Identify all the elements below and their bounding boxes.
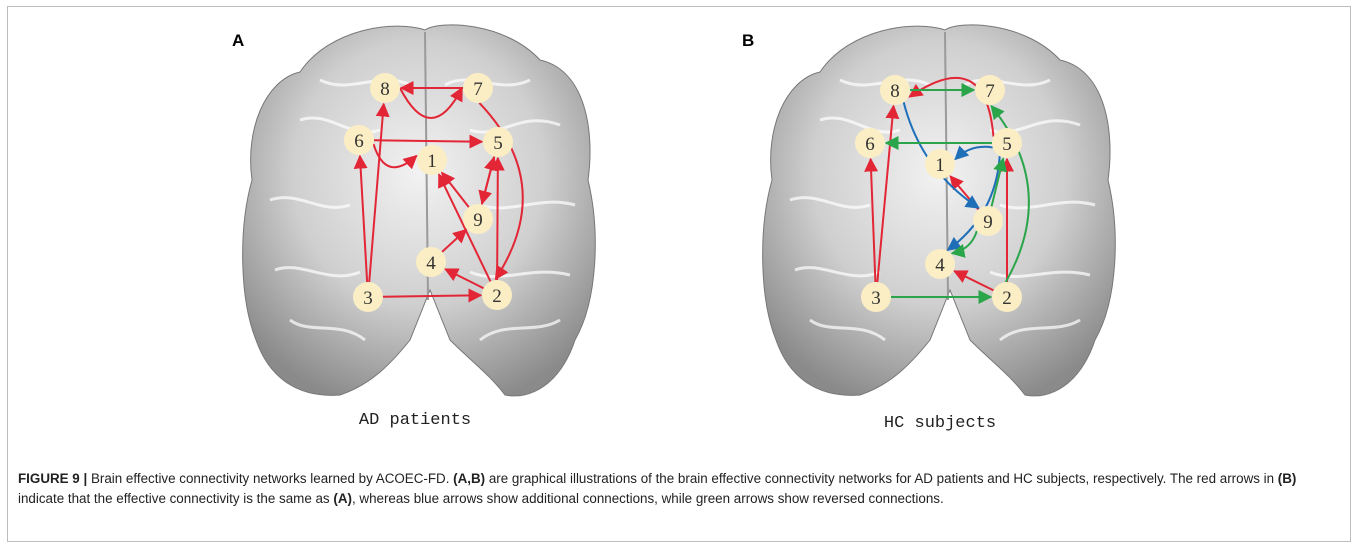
node-label-7: 7 <box>473 79 483 100</box>
edge-red-2-to-5 <box>497 158 498 280</box>
figure-label: FIGURE 9 | <box>18 471 87 486</box>
caption-part: (A,B) <box>453 471 485 486</box>
node-label-4: 4 <box>935 255 945 276</box>
node-label-2: 2 <box>492 286 502 307</box>
caption-part: indicate that the effective connectivity… <box>18 491 333 506</box>
panel-b: B 1 2 3 4 5 6 7 8 9 HC subjects <box>742 25 1115 433</box>
node-label-2: 2 <box>1002 288 1012 309</box>
caption-part: are graphical illustrations of the brain… <box>485 471 1278 486</box>
node-label-5: 5 <box>493 133 503 154</box>
caption-part: , whereas blue arrows show additional co… <box>352 491 944 506</box>
caption-part: Brain effective connectivity networks le… <box>87 471 453 486</box>
node-label-6: 6 <box>354 131 364 152</box>
panel-label-a: A <box>232 31 244 50</box>
panel-caption-a: AD patients <box>359 411 471 430</box>
panel-label-b: B <box>742 31 754 50</box>
node-label-7: 7 <box>985 81 995 102</box>
node-label-3: 3 <box>871 288 881 309</box>
panel-a: A 1 2 3 4 5 6 7 8 9 AD patients <box>232 25 595 430</box>
node-label-9: 9 <box>473 210 483 231</box>
caption-part: (B) <box>1278 471 1297 486</box>
brain-image-a <box>243 25 596 396</box>
node-label-8: 8 <box>890 81 900 102</box>
node-label-1: 1 <box>427 151 437 172</box>
node-label-9: 9 <box>983 212 993 233</box>
node-label-1: 1 <box>935 155 945 176</box>
node-label-4: 4 <box>426 253 436 274</box>
caption-part: (A) <box>333 491 352 506</box>
node-label-8: 8 <box>380 79 390 100</box>
figure-caption: FIGURE 9 | Brain effective connectivity … <box>18 469 1338 509</box>
node-label-6: 6 <box>865 134 875 155</box>
node-label-3: 3 <box>363 288 373 309</box>
panel-caption-b: HC subjects <box>884 414 996 433</box>
node-label-5: 5 <box>1002 134 1012 155</box>
